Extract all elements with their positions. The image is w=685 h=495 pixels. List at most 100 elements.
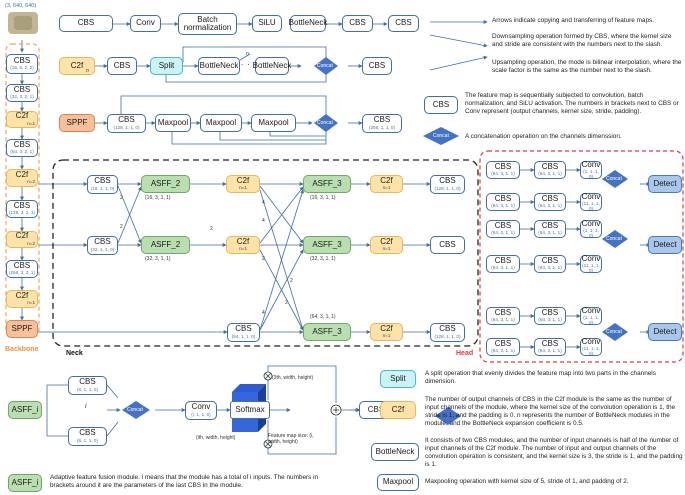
- label: Conv: [581, 336, 601, 346]
- param: (64, 3, 1, 1): [491, 348, 515, 354]
- label: CBS: [79, 377, 96, 387]
- sppf-concat-label: Concat: [317, 120, 333, 126]
- edge-num: 2: [262, 256, 265, 262]
- label: CBS: [541, 220, 559, 230]
- legend-up-text: Upsampling operation, the mode is biline…: [492, 59, 682, 74]
- neck-cbs-out-2: CBS: [430, 236, 465, 254]
- sppf-maxpool-2: Maxpool: [200, 114, 242, 132]
- asff-fm-size: Feature map size: (i, width, height): [268, 433, 314, 445]
- param: (11, 1, 1, 0): [582, 200, 600, 211]
- legend-down-text: Downsampling operation formed by CBS, wh…: [492, 33, 672, 48]
- param: (64, 3, 1, 1): [538, 230, 562, 236]
- label: CBS: [541, 255, 559, 265]
- label-text: ASFF_3: [312, 239, 342, 249]
- label: CBS: [13, 260, 31, 270]
- neck-label: Neck: [66, 350, 83, 357]
- label: BottleNeck: [288, 18, 328, 28]
- neck-cbs-1: CBS(16, 1, 1, 0): [87, 175, 118, 194]
- label-text: ASFF_3: [312, 326, 342, 336]
- label: CBS: [494, 255, 512, 265]
- label: Conv: [581, 218, 601, 228]
- head-conv-1b: Conv(11, 1, 1, 0): [580, 192, 602, 211]
- label: Maxpool: [205, 117, 237, 127]
- label: BottleNeck: [252, 60, 292, 70]
- param: n=2: [27, 179, 35, 185]
- label: C2f: [380, 236, 393, 246]
- edge-num: 2: [120, 195, 123, 201]
- param: (1, 1, 1, 0): [583, 314, 599, 325]
- head-conv-3b: Conv(11, 1, 1, 0): [580, 336, 602, 356]
- input-shape: (3, 640, 640): [5, 3, 37, 9]
- label: CBS: [367, 404, 385, 414]
- c2f-cbs-out: CBS: [362, 57, 392, 75]
- head-cbs-3c: CBS(64, 3, 1, 1): [486, 338, 520, 356]
- label: Conv: [581, 159, 601, 169]
- head-conv-3a: Conv(1, 1, 1, 0): [580, 306, 602, 325]
- bottleneck-dots: . . .: [241, 58, 258, 67]
- flow-arrows: [20, 20, 651, 412]
- label: BottleNeck: [375, 446, 415, 456]
- neck-asff3-b: ASFF_3: [303, 236, 351, 254]
- label: CBS: [373, 115, 391, 125]
- legend-cbs-text: The feature map is sequentially subjecte…: [465, 92, 679, 115]
- label-text: ASFF_2: [150, 239, 181, 249]
- label: Detect: [653, 326, 677, 336]
- label: Maxpool: [382, 477, 414, 487]
- head-cbs-2d: CBS(64, 3, 1, 1): [534, 255, 566, 273]
- neck-asff3-a: ASFF_3: [303, 175, 351, 193]
- param: (1, 1, 1, 0): [583, 168, 599, 179]
- label: SPPF: [11, 323, 33, 333]
- param: (64, 3, 1, 1): [538, 265, 562, 271]
- asff-side-dims: (ith, width, height): [196, 435, 236, 441]
- legend-asff-text: Adaptive feature fusion module. i means …: [50, 474, 319, 489]
- backbone-cbs-1: CBS(16, 6, 2, 2): [6, 54, 38, 74]
- head-region: [479, 150, 684, 363]
- label: CBS: [439, 324, 456, 334]
- c2f-cbs-in: CBS: [107, 57, 137, 75]
- head-detect-2: Detect: [648, 236, 682, 254]
- asff-detail-cbs-a: CBS(8, 1, 1, 0): [68, 376, 107, 395]
- asff-concat-label: Concat: [127, 407, 143, 413]
- label: ASFF_i: [11, 477, 39, 487]
- label: C2f: [391, 404, 405, 414]
- param: (64, 1, 1, 0): [231, 333, 256, 339]
- head-cbs-2a: CBS(64, 3, 1, 1): [486, 220, 520, 238]
- label: CBS: [439, 176, 456, 186]
- param: (64, 3, 1, 1): [491, 230, 515, 236]
- param: (64, 3, 1, 1): [491, 171, 515, 177]
- head-label: Head: [456, 350, 474, 357]
- param: (1, 1, 1, 0): [583, 227, 599, 238]
- asff-detail-conv: Conv(i, 1, 1, 0): [185, 401, 217, 420]
- sppf-def: SPPF: [59, 114, 95, 132]
- cbs-def: CBS: [59, 15, 113, 32]
- operator-marks: [265, 373, 339, 447]
- param: n=1: [239, 246, 247, 252]
- edge-num: 2: [210, 226, 213, 232]
- head-cbs-1d: CBS(64, 3, 1, 1): [534, 193, 566, 211]
- label: C2f: [70, 60, 84, 70]
- neck-cbs-3: CBS(64, 1, 1, 0): [227, 323, 260, 342]
- backbone-label: Backbone: [5, 346, 39, 353]
- edge-num: 2: [120, 224, 123, 230]
- head-cbs-3a: CBS(64, 3, 1, 1): [486, 307, 520, 325]
- label: CBS: [439, 239, 456, 249]
- param: (11, 1, 1, 0): [582, 345, 600, 356]
- label: ASFF_i: [11, 404, 39, 414]
- backbone-sppf: SPPF: [6, 320, 38, 338]
- sppf-maxpool-1: Maxpool: [155, 114, 191, 132]
- head-concat-label-2: Concat: [606, 236, 622, 242]
- label: CBS: [13, 139, 31, 149]
- head-cbs-2b: CBS(64, 3, 1, 1): [534, 220, 566, 238]
- label: CBS: [94, 237, 111, 247]
- param: (11, 1, 1, 0): [582, 262, 600, 273]
- n-sub: n: [86, 68, 89, 74]
- asff2a-param: (16, 3, 1, 1): [145, 195, 171, 201]
- head-detect-3: Detect: [648, 323, 682, 341]
- param: (16, 1, 1, 0): [90, 185, 115, 191]
